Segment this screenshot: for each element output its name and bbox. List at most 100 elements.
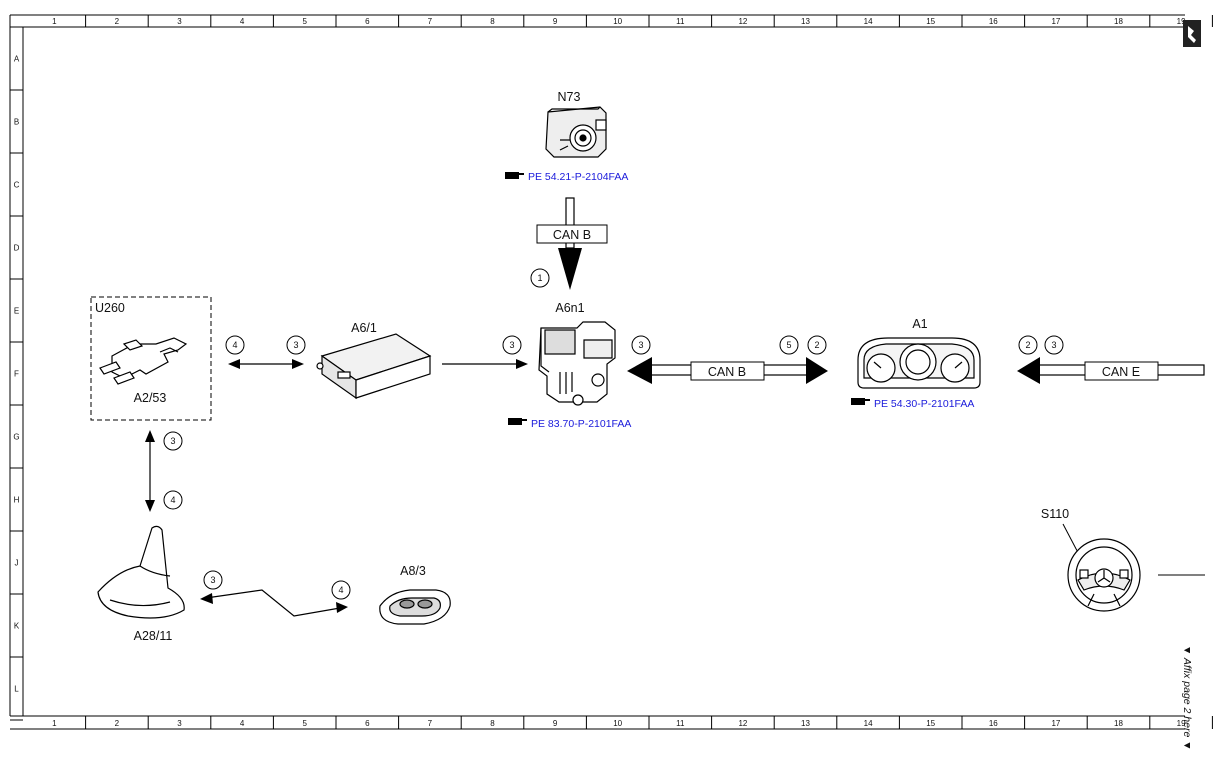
- grid-column-label: 4: [240, 719, 245, 728]
- affix-note-text: Affix page 2 here: [1181, 657, 1193, 738]
- grid-row-label: F: [14, 370, 19, 379]
- receiver-module-icon: [316, 333, 432, 400]
- corner-mark-icon: [1183, 20, 1201, 47]
- svg-text:3: 3: [1051, 340, 1056, 350]
- grid-row-label: H: [14, 496, 20, 505]
- a6n1-label: A6n1: [555, 301, 584, 315]
- grid-column-label: 10: [613, 17, 622, 26]
- grid-column-label: 16: [989, 719, 998, 728]
- grid-column-label: 7: [428, 17, 433, 26]
- grid-row-label: E: [14, 307, 19, 316]
- can-e-label: CAN E: [1102, 365, 1140, 379]
- n73-reference-link: PE 54.21-P-2104FAA: [528, 171, 628, 183]
- can-b-horizontal-bus: CAN B 3 5 2: [627, 335, 828, 384]
- a28-11-a8-3-radio-link: 3 4: [200, 570, 351, 617]
- grid-column-label: 7: [428, 719, 433, 728]
- drawing-frame: [9, 14, 1185, 730]
- instrument-cluster-icon: [857, 337, 981, 389]
- a2-53-label: A2/53: [134, 391, 167, 405]
- svg-text:3: 3: [170, 436, 175, 446]
- a1-label: A1: [912, 317, 927, 331]
- steering-wheel-icon: [1067, 538, 1141, 612]
- svg-text:4: 4: [232, 340, 237, 350]
- a28-11-component: A28/11: [97, 525, 185, 643]
- grid-column-label: 19: [1177, 17, 1186, 26]
- antenna-splitter-icon: [99, 337, 188, 385]
- grid-column-label: 17: [1051, 17, 1060, 26]
- svg-text:3: 3: [293, 340, 298, 350]
- svg-text:5: 5: [786, 340, 791, 350]
- a6-1-label: A6/1: [351, 321, 377, 335]
- u260-group: U260 A2/53: [90, 296, 212, 421]
- grid-column-label: 3: [177, 719, 182, 728]
- grid-row-label: L: [14, 685, 19, 694]
- grid-column-label: 8: [490, 719, 495, 728]
- affix-note-end-arrow: ▼: [1181, 737, 1193, 750]
- grid-column-dividers: [85, 15, 1213, 729]
- affix-note-start-arrow: ▼: [1181, 645, 1193, 658]
- grid-column-label: 13: [801, 719, 810, 728]
- a6n1-component: A6n1 PE 83.70-P-2101FAA: [508, 301, 631, 430]
- badge-n73-to-a6n1: 1: [530, 268, 550, 288]
- grid-column-label: 9: [553, 719, 558, 728]
- grid-column-label: 11: [676, 17, 685, 26]
- a8-3-component: A8/3: [379, 564, 451, 625]
- a1-component: A1 PE 54.30-P-2101FAA: [851, 317, 981, 410]
- reference-hand-icon: [505, 172, 524, 179]
- grid-column-label: 11: [676, 719, 685, 728]
- roof-antenna-icon: [97, 525, 185, 619]
- can-b-vertical-bus: CAN B: [536, 197, 608, 290]
- grid-column-label: 12: [738, 17, 747, 26]
- reference-hand-icon: [851, 398, 870, 405]
- grid-column-label: 17: [1051, 719, 1060, 728]
- reference-hand-icon: [508, 418, 527, 425]
- svg-text:4: 4: [338, 585, 343, 595]
- grid-row-label: C: [14, 181, 20, 190]
- svg-text:2: 2: [1025, 340, 1030, 350]
- grid-column-label: 9: [553, 17, 558, 26]
- grid-column-label: 12: [738, 719, 747, 728]
- svg-text:3: 3: [509, 340, 514, 350]
- grid-row-label: A: [14, 55, 20, 64]
- a6-1-to-a6n1-link: 3: [442, 335, 528, 369]
- grid-column-label: 14: [864, 17, 873, 26]
- svg-text:2: 2: [814, 340, 819, 350]
- grid-row-label: J: [15, 559, 19, 568]
- grid-column-label: 8: [490, 17, 495, 26]
- grid-row-dividers: [10, 89, 23, 721]
- remote-key-icon: [379, 589, 451, 625]
- n73-label: N73: [558, 90, 581, 104]
- svg-text:1: 1: [537, 273, 542, 283]
- grid-column-label: 13: [801, 17, 810, 26]
- grid-column-label: 6: [365, 17, 370, 26]
- grid-column-label: 16: [989, 17, 998, 26]
- grid-row-label: D: [14, 244, 20, 253]
- s110-component: S110: [1041, 507, 1205, 612]
- svg-text:4: 4: [170, 495, 175, 505]
- grid-column-label: 2: [115, 17, 120, 26]
- svg-text:▼ Affix page 2 here ▼: ▼ Affix page 2 here ▼: [1181, 645, 1193, 751]
- grid-column-label: 15: [926, 719, 935, 728]
- heater-control-unit-icon: [538, 321, 616, 406]
- grid-column-label: 10: [613, 719, 622, 728]
- n73-component: N73 PE 54.21-P-2104FAA: [505, 90, 628, 183]
- grid-column-label: 5: [302, 17, 307, 26]
- grid-row-label: G: [13, 433, 19, 442]
- grid-row-label: K: [14, 622, 20, 631]
- can-b-horizontal-label: CAN B: [708, 365, 746, 379]
- grid-column-label: 3: [177, 17, 182, 26]
- ignition-switch-icon: [545, 106, 607, 158]
- affix-page-note: ▼ Affix page 2 here ▼: [1181, 645, 1193, 751]
- can-b-vertical-label: CAN B: [553, 228, 591, 242]
- a28-11-label: A28/11: [134, 629, 173, 643]
- a6n1-reference-link: PE 83.70-P-2101FAA: [531, 418, 631, 430]
- grid-column-label: 4: [240, 17, 245, 26]
- a6-1-component: A6/1: [316, 321, 432, 400]
- a1-reference-link: PE 54.30-P-2101FAA: [874, 398, 974, 410]
- grid-column-label: 18: [1114, 17, 1123, 26]
- grid-column-label: 15: [926, 17, 935, 26]
- grid-column-label: 19: [1177, 719, 1186, 728]
- grid-column-label: 18: [1114, 719, 1123, 728]
